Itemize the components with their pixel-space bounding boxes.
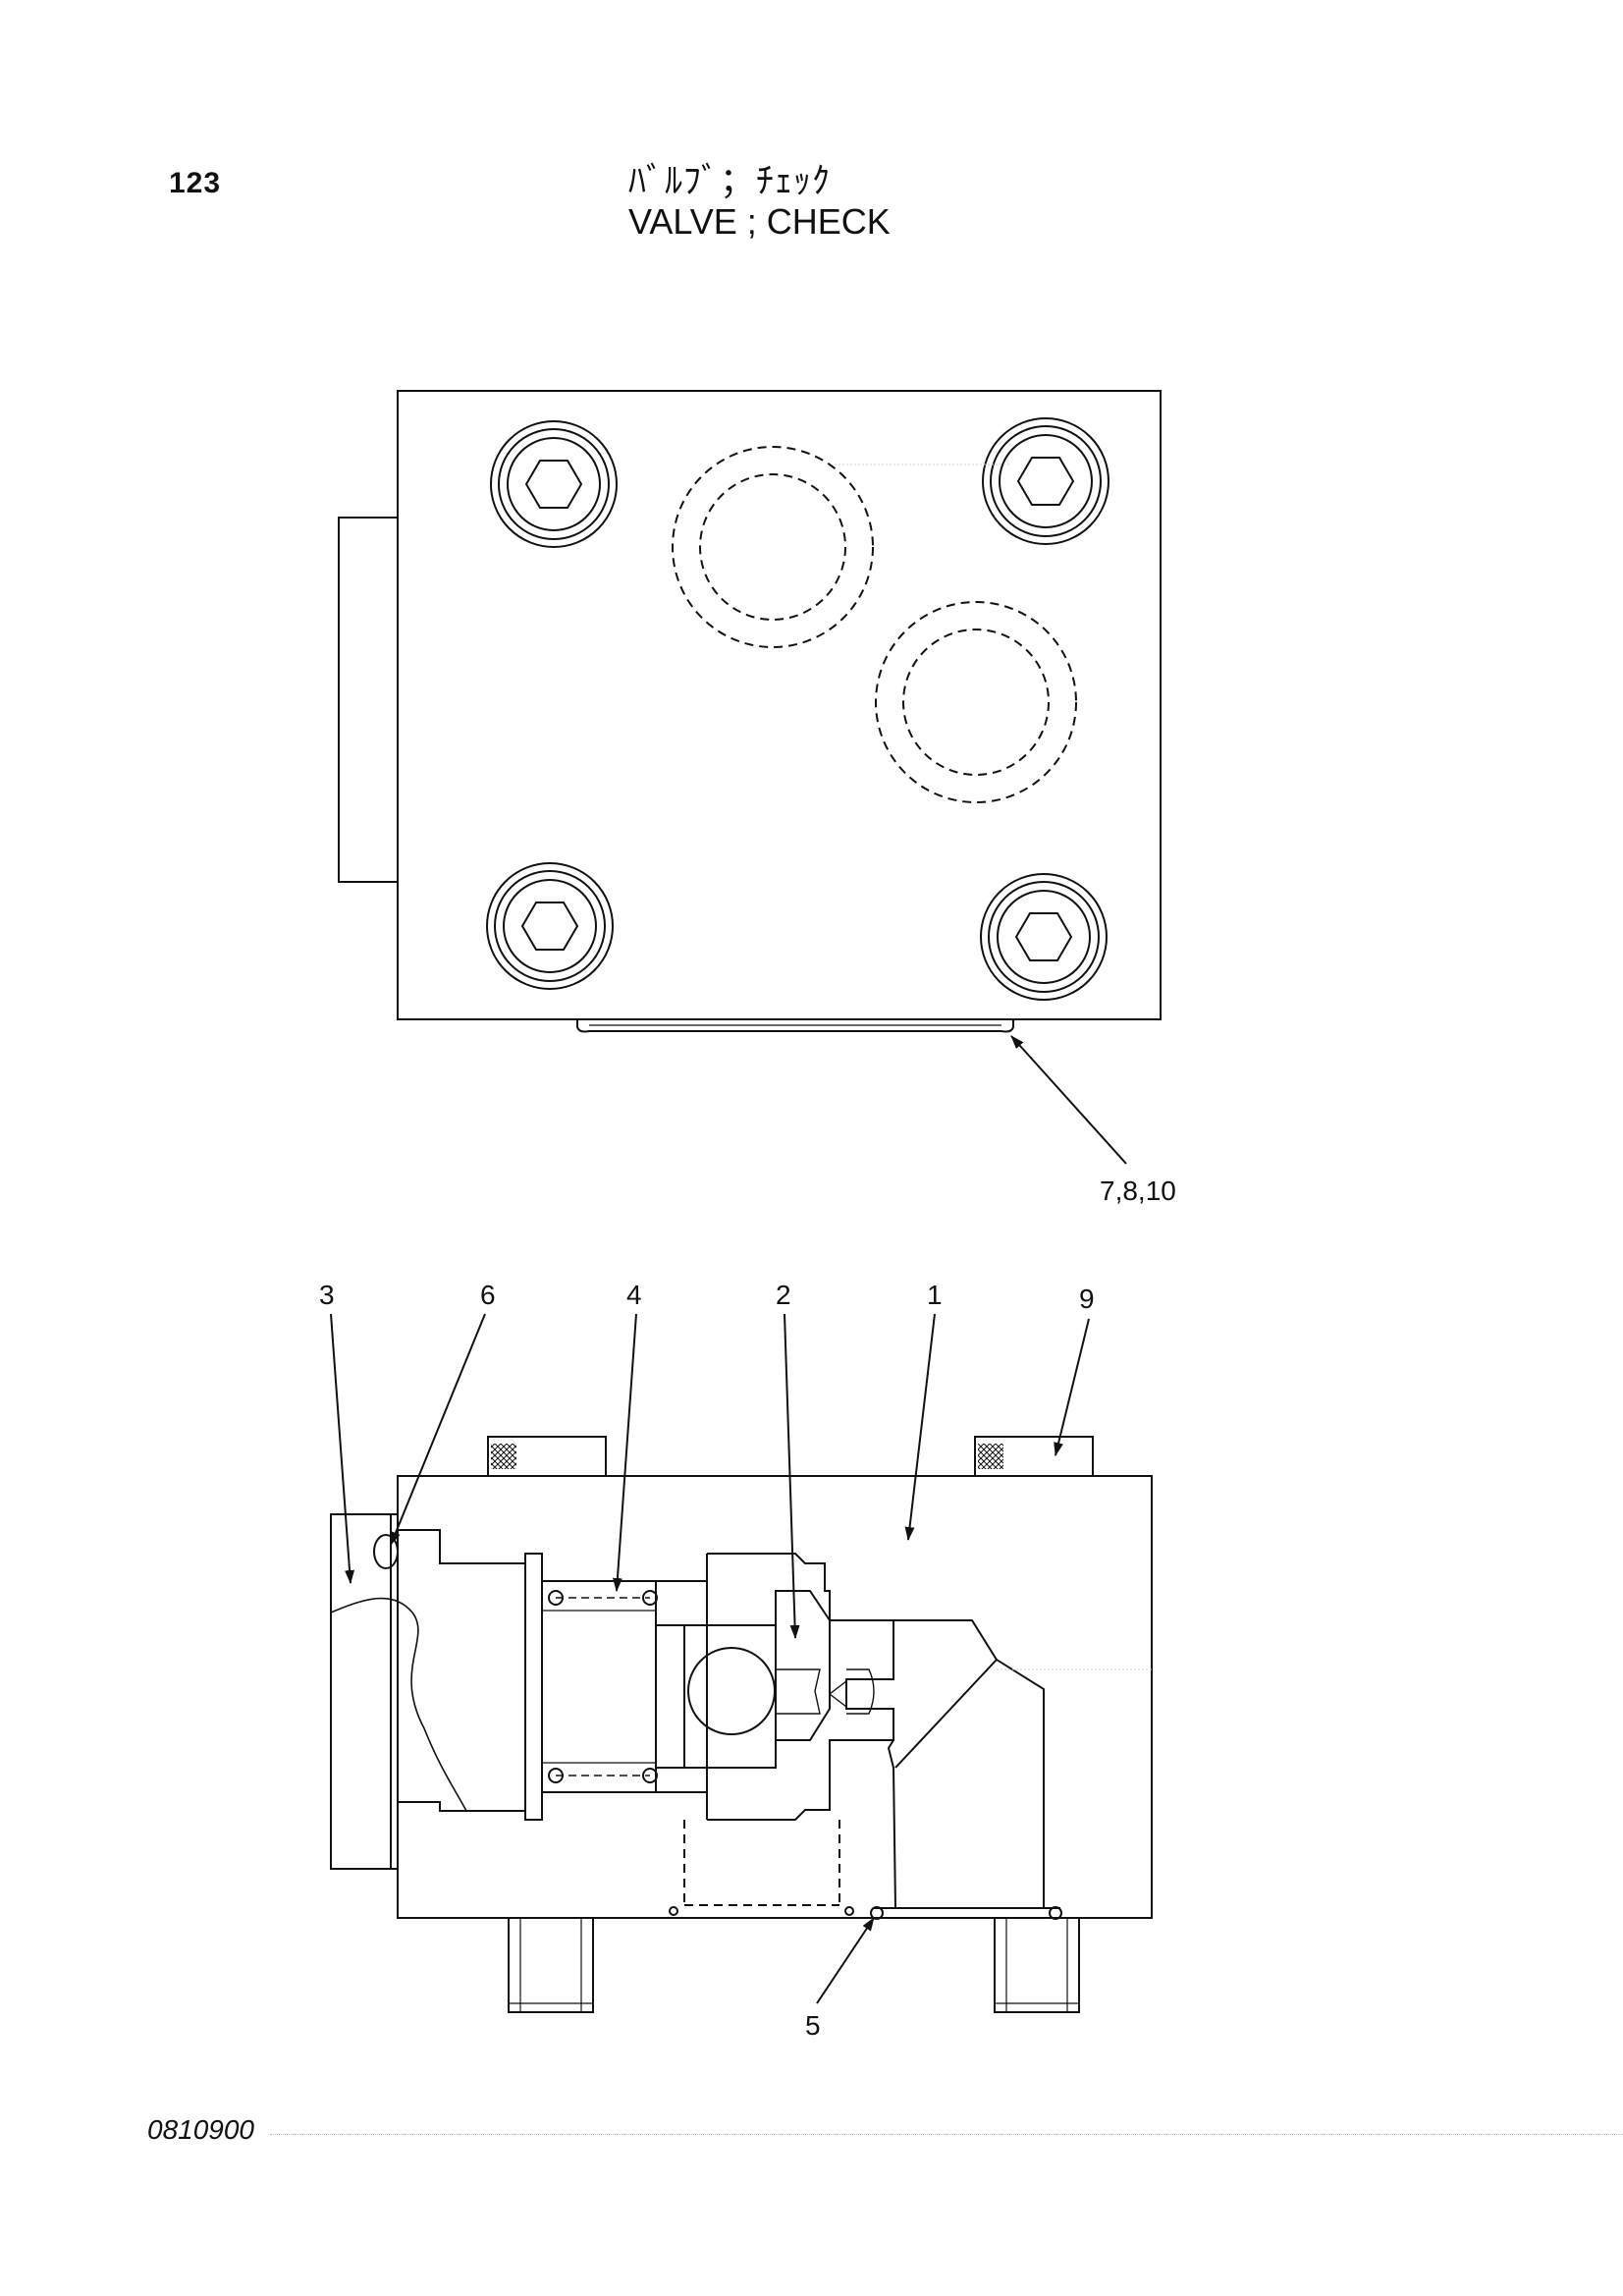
part-title-english: VALVE ; CHECK bbox=[628, 201, 891, 242]
bolt-head-right bbox=[974, 1436, 1094, 1477]
spring-4 bbox=[542, 1581, 658, 1792]
callout-5: 5 bbox=[805, 2010, 821, 2041]
valve-section-view bbox=[330, 1436, 1153, 2013]
leader-5 bbox=[816, 1917, 875, 2004]
leader-7-8-10 bbox=[1010, 1035, 1127, 1165]
hidden-port-upper bbox=[672, 446, 874, 648]
valve-top-view bbox=[338, 390, 1162, 1033]
bolt-bottom-left bbox=[486, 862, 614, 990]
leader-2 bbox=[784, 1313, 800, 1639]
footer-rule bbox=[270, 2134, 1623, 2135]
bolt-top-right bbox=[982, 417, 1109, 545]
bottom-seal-strip bbox=[576, 1019, 1014, 1033]
o-ring-5 bbox=[870, 1906, 1062, 1920]
stud-left bbox=[508, 1917, 594, 2013]
plug-cap bbox=[330, 1513, 399, 1870]
callout-2: 2 bbox=[776, 1280, 791, 1310]
hidden-port-lower bbox=[875, 601, 1077, 803]
poppet-port-hole bbox=[687, 1647, 776, 1735]
leader-4 bbox=[612, 1313, 637, 1592]
part-title-japanese: ﾊﾞﾙﾌﾞ；ﾁｪｯｸ bbox=[628, 160, 832, 200]
bolt-top-left bbox=[490, 420, 618, 548]
leader-9 bbox=[1054, 1318, 1090, 1456]
bolt-head-left bbox=[487, 1436, 607, 1477]
callout-1: 1 bbox=[927, 1280, 943, 1310]
poppet-2 bbox=[655, 1590, 831, 1769]
section-leaders bbox=[330, 1313, 1090, 2004]
callout-4: 4 bbox=[626, 1280, 642, 1310]
callout-3: 3 bbox=[319, 1280, 335, 1310]
sleeve bbox=[524, 1553, 543, 1821]
bolt-bottom-right bbox=[980, 873, 1108, 1001]
callout-7-8-10: 7,8,10 bbox=[1100, 1175, 1176, 1206]
side-cap-top bbox=[338, 517, 399, 883]
valve-body-top bbox=[397, 390, 1162, 1020]
callout-6: 6 bbox=[480, 1280, 496, 1310]
callout-9: 9 bbox=[1079, 1284, 1095, 1314]
o-ring-6 bbox=[373, 1534, 399, 1569]
internal-passage bbox=[830, 1619, 1045, 1908]
leader-6 bbox=[390, 1313, 486, 1546]
valve-body-section bbox=[390, 1475, 1153, 1919]
drawing-code: 0810900 bbox=[147, 2114, 255, 2145]
page-number: 123 bbox=[169, 167, 222, 199]
leader-3 bbox=[330, 1313, 355, 1584]
leader-1 bbox=[904, 1313, 936, 1541]
cutaway-break bbox=[330, 1597, 467, 1812]
stud-right bbox=[994, 1917, 1080, 2013]
